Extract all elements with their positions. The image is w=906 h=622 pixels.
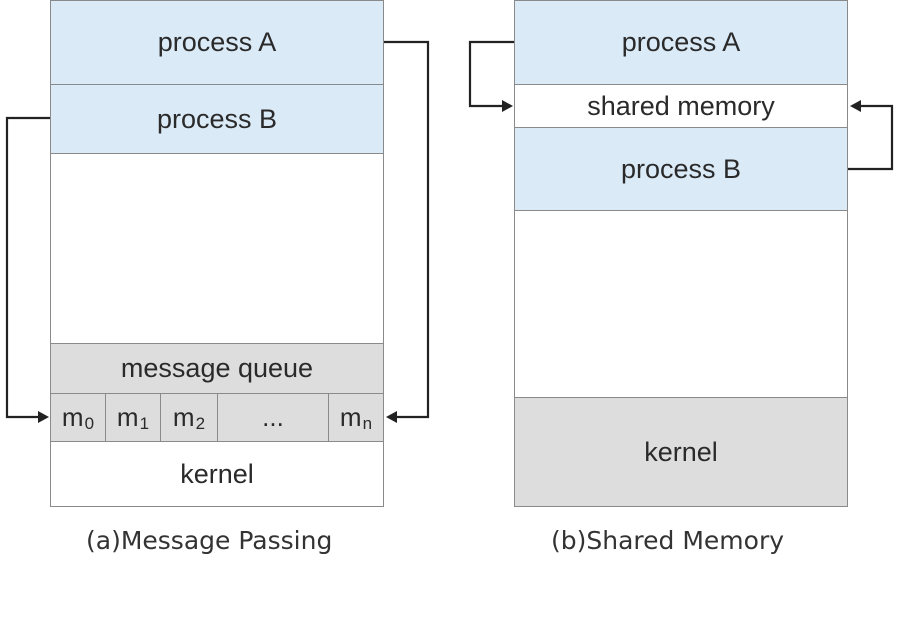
mp-caption-text: Message Passing	[120, 526, 333, 555]
mp-process-b-label: process B	[156, 103, 278, 134]
sm-caption: (b)Shared Memory	[551, 526, 784, 555]
mp-empty-memory-region	[50, 153, 384, 344]
sm-kernel-box: kernel	[514, 397, 848, 507]
sm-kernel-label: kernel	[644, 436, 718, 467]
mp-kernel-box: kernel	[50, 441, 384, 507]
sm-process-b-label: process B	[620, 153, 742, 184]
mp-caption: (a)Message Passing	[86, 526, 332, 555]
arrow-process-a-to-shared-memory	[468, 40, 514, 108]
sm-shared-memory-label: shared memory	[587, 90, 775, 121]
arrowhead-m0	[38, 411, 49, 423]
mp-process-a-box: process A	[50, 0, 384, 85]
sm-process-a-box: process A	[514, 0, 848, 85]
arrow-process-b-to-m0	[5, 116, 50, 419]
sm-caption-text: Shared Memory	[586, 526, 785, 555]
arrow-process-a-to-mn	[384, 40, 430, 419]
sm-empty-memory-region	[514, 210, 848, 398]
sm-caption-letter: (b)	[551, 526, 587, 555]
mp-caption-letter: (a)	[86, 526, 121, 555]
sm-process-a-label: process A	[621, 27, 741, 57]
arrowhead-shared-right	[850, 100, 861, 112]
arrow-process-b-to-shared-memory	[848, 104, 894, 171]
sm-process-b-box: process B	[514, 127, 848, 211]
mp-kernel-label: kernel	[180, 458, 254, 489]
queue-cell-ellipsis: ...	[217, 393, 329, 442]
mp-process-a-label: process A	[157, 27, 277, 57]
arrowhead-mn	[386, 411, 397, 423]
arrowhead-shared-left	[502, 100, 513, 112]
sm-shared-memory-box: shared memory	[514, 84, 848, 128]
mp-message-queue-label: message queue	[120, 353, 314, 383]
